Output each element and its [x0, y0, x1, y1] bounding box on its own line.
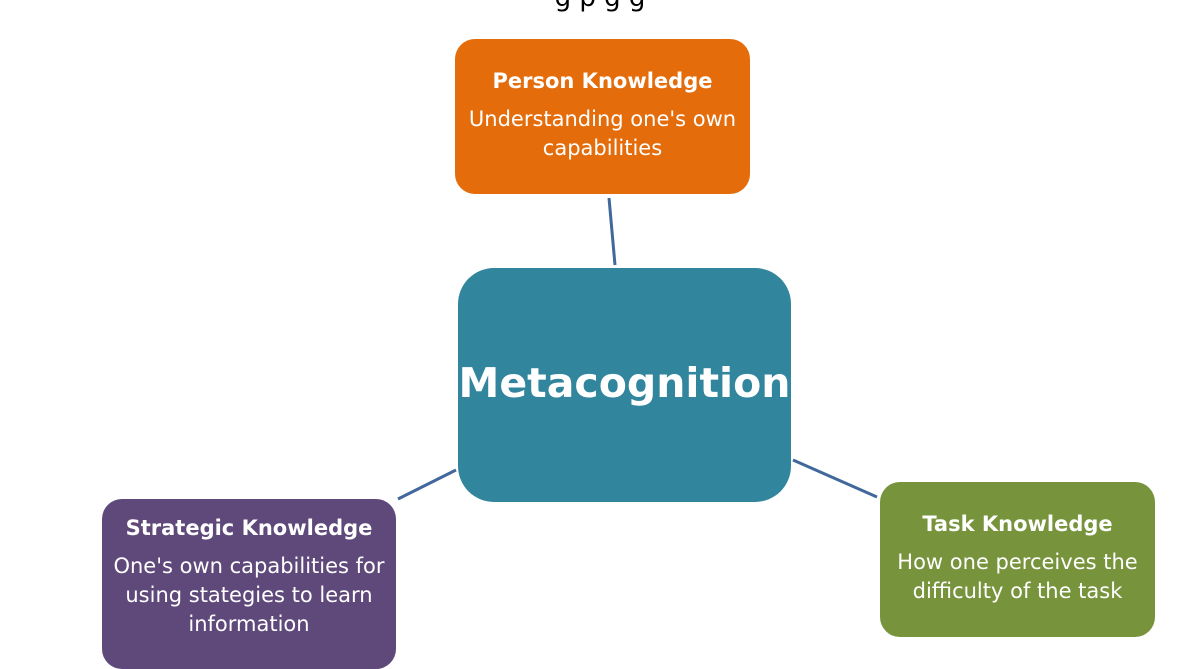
top-caption: g p g g	[0, 0, 1200, 13]
metacognition-box: Metacognition	[458, 268, 791, 502]
person-knowledge-box: Person Knowledge Understanding one's own…	[455, 39, 750, 194]
person-knowledge-title: Person Knowledge	[492, 69, 713, 93]
task-knowledge-box: Task Knowledge How one perceives the dif…	[880, 482, 1155, 637]
connector-strategic	[397, 468, 457, 501]
person-knowledge-description: Understanding one's own capabilities	[468, 107, 737, 160]
connectors	[397, 197, 878, 501]
connector-person	[607, 197, 617, 266]
strategic-knowledge-title: Strategic Knowledge	[125, 516, 373, 540]
task-knowledge-title: Task Knowledge	[922, 512, 1113, 536]
connector-task	[792, 458, 878, 499]
strategic-knowledge-box: Strategic Knowledge One's own capabiliti…	[102, 499, 396, 669]
task-knowledge-description: How one perceives the difficulty of the …	[897, 550, 1138, 603]
strategic-knowledge-description: One's own capabilities for using stategi…	[113, 554, 385, 636]
metacognition-title: Metacognition	[458, 359, 791, 407]
